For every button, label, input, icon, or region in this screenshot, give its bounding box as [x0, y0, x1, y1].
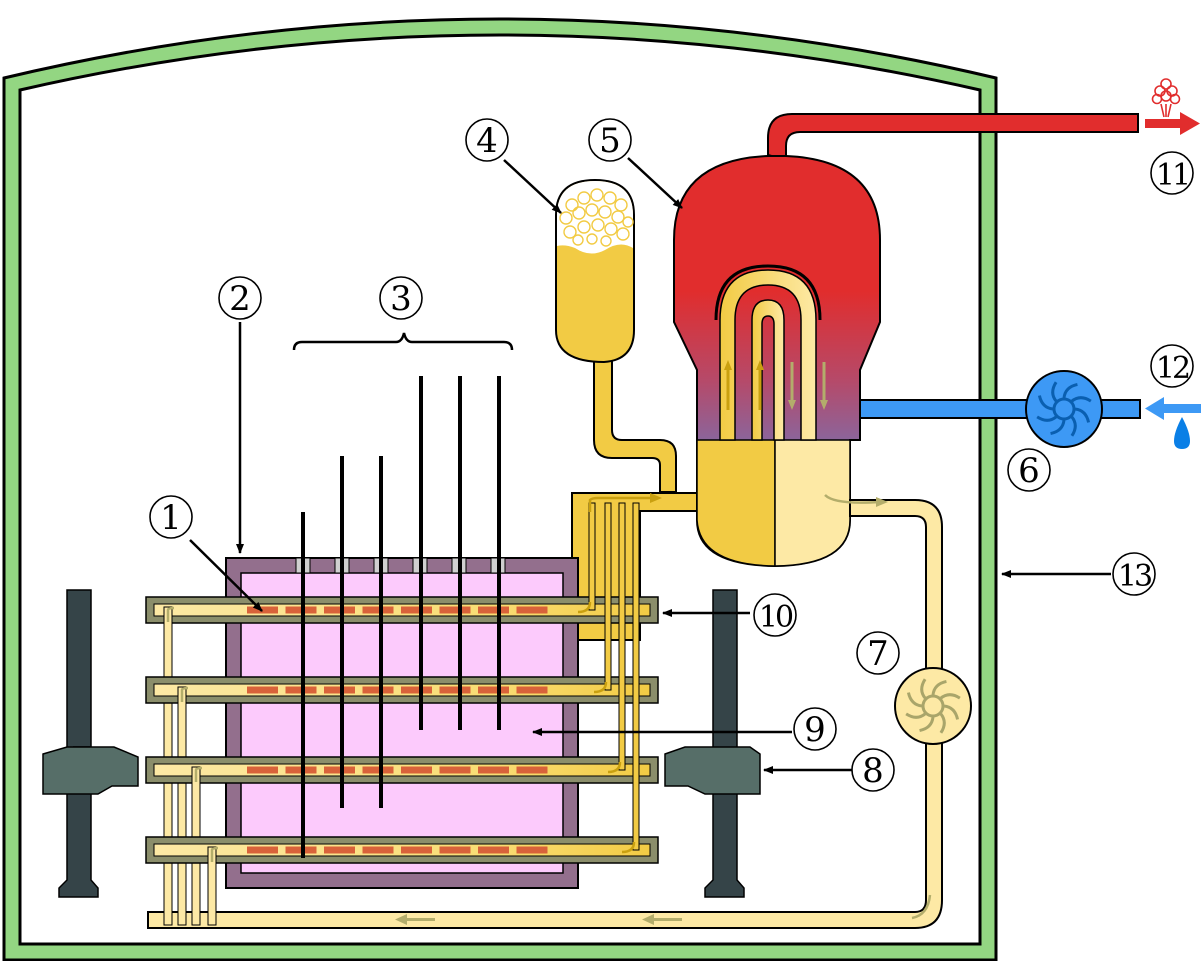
flow-arrows-bottom: [395, 914, 682, 925]
impeller-icon: [905, 678, 961, 734]
callout-number: 12: [1156, 351, 1189, 386]
callout-number: 9: [804, 710, 826, 750]
callout-10: 10: [753, 593, 797, 637]
main-circulation-pump: [894, 667, 972, 745]
callout-2: 2: [218, 276, 262, 320]
callout-7: 7: [856, 631, 900, 675]
callout-number: 13: [1118, 559, 1151, 594]
control-rods-brace: [292, 332, 514, 351]
callout-11: 11: [1150, 151, 1194, 195]
callout-number: 4: [476, 121, 498, 161]
callout-9: 9: [793, 707, 837, 751]
fuel-channel: [145, 502, 659, 926]
callout-number: 2: [229, 279, 251, 319]
fuel-channel: [145, 502, 659, 926]
callout-13: 13: [1112, 552, 1156, 596]
callout-number: 11: [1156, 158, 1188, 193]
header-flow-arrows: [588, 493, 662, 512]
callout-6: 6: [1007, 448, 1051, 492]
callout-12: 12: [1150, 344, 1194, 388]
impeller-icon: [1036, 381, 1092, 437]
callout-number: 5: [599, 121, 621, 161]
leader-lines: [189, 157, 1111, 774]
water-in-arrow-icon: [1145, 397, 1201, 420]
feed-pump: [1025, 370, 1103, 448]
pressurizer: [555, 178, 677, 493]
support-right: [664, 589, 761, 898]
containment-building: [2, 17, 998, 961]
callout-number: 8: [862, 751, 884, 791]
callout-number: 6: [1018, 451, 1040, 491]
callout-3: 3: [379, 276, 423, 320]
steam-line: [767, 113, 1139, 162]
callout-number: 1: [160, 498, 182, 538]
water-drop-icon: [1174, 417, 1190, 449]
callout-1: 1: [149, 495, 193, 539]
steam-out-arrow-icon: [1145, 112, 1200, 135]
callout-4: 4: [465, 118, 509, 162]
callout-5: 5: [588, 118, 632, 162]
control-rods: [301, 376, 501, 858]
callout-number: 3: [390, 279, 412, 319]
callout-number: 10: [759, 600, 793, 635]
callout-number: 7: [867, 634, 889, 674]
steam-generator: [673, 155, 881, 568]
steam-bubbles: [559, 188, 634, 247]
callout-8: 8: [851, 748, 895, 792]
support-left: [42, 589, 139, 898]
cold-leg: [147, 499, 943, 929]
steam-cloud-icon: [1151, 78, 1181, 118]
fuel-channel: [145, 502, 659, 926]
